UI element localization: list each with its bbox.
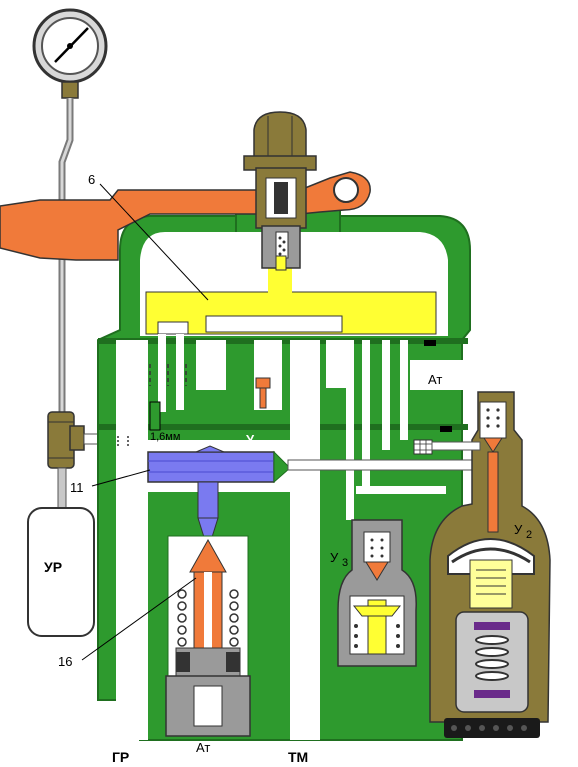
u2-subscript: 2 [526, 529, 532, 541]
u3-subscript: 3 [342, 557, 348, 569]
yellow-chamber [145, 268, 437, 335]
callout-11: 11 [70, 480, 84, 495]
channel-marks [117, 364, 187, 446]
callout-6: 6 [88, 172, 95, 187]
at-label-bottom: Ат [196, 740, 210, 755]
lower-valve [165, 535, 251, 737]
body-gaskets [98, 338, 468, 432]
top-cap [243, 111, 317, 171]
u3-valve [337, 519, 417, 667]
u3-label: У [330, 550, 339, 565]
blue-piston [147, 445, 291, 552]
gap-label: 1,6мм [150, 431, 180, 443]
gauge-pipe [58, 98, 74, 420]
u2-label: У [514, 522, 523, 537]
at-label-right: Ат [428, 372, 442, 387]
u1-valve [255, 377, 271, 409]
gr-label: ГР [112, 749, 129, 765]
u1-label: У [246, 432, 255, 447]
orange-lever [0, 171, 371, 261]
pressure-gauge [32, 8, 108, 99]
ur-reservoir: УР [27, 507, 95, 637]
tm-label: ТМ [288, 749, 308, 765]
solenoid-coil [255, 167, 307, 271]
filter [413, 439, 433, 455]
pipe-tee [47, 411, 85, 511]
u1-subscript: 1 [258, 439, 264, 451]
callout-lines [81, 183, 209, 661]
u2-valve [429, 391, 551, 738]
callout-16: 16 [58, 654, 72, 669]
ur-label: УР [44, 559, 62, 575]
